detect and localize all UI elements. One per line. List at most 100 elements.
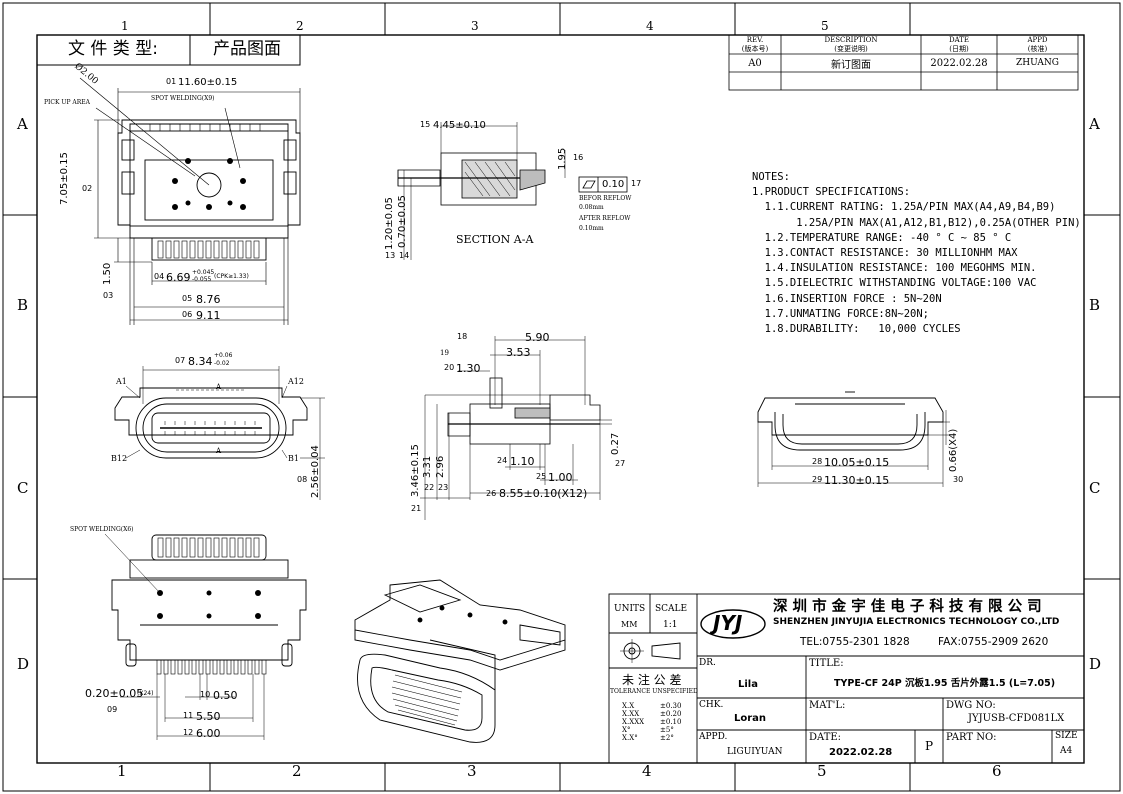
notes-title: NOTES:	[752, 171, 790, 183]
callout-20: 20	[444, 363, 455, 372]
callout-21: 21	[411, 504, 422, 513]
callout-05: 05	[182, 294, 193, 303]
pickup-area-label: PICK UP AREA	[44, 99, 90, 106]
tol-key-1: X.X	[622, 702, 635, 710]
dim-15: 4.45±0.10	[433, 120, 486, 131]
company-logo: JYJ	[713, 611, 743, 635]
callout-07: 07	[175, 356, 186, 365]
zone-bottom-4: 4	[642, 762, 652, 780]
appd-label: APPD.	[699, 732, 728, 742]
dim-14: 0.70±0.05	[397, 195, 408, 248]
callout-28: 28	[812, 457, 823, 466]
rev-header-desc: DESCRIPTION (变更说明)	[781, 36, 921, 54]
dr-value: Lila	[738, 679, 758, 690]
callout-26: 26	[486, 489, 497, 498]
tol-val-1: ±0.30	[660, 702, 682, 710]
scale-value: 1:1	[663, 620, 678, 630]
tol-val-5: ±2°	[660, 734, 674, 742]
tol-key-2: X.XX	[622, 710, 640, 718]
notes-line: 1.4.INSULATION RESISTANCE: 100 MEGOHMS M…	[752, 262, 1037, 275]
callout-11: 11	[183, 711, 194, 720]
dim-01: 11.60±0.15	[178, 77, 238, 88]
date-label: DATE:	[809, 732, 842, 743]
rev-header-appd-cn: (核准)	[1027, 45, 1048, 53]
dim-07-plus: +0.06	[214, 352, 233, 359]
dim-10: 0.50	[213, 689, 238, 702]
chk-label: CHK.	[699, 700, 724, 710]
callout-10: 10	[200, 690, 211, 699]
doc-type-label: 文 件 类 型:	[68, 39, 158, 59]
rev-header-desc-en: DESCRIPTION	[824, 36, 878, 44]
rev-row-rev: A0	[748, 57, 762, 69]
company-fax: FAX:0755-2909 2620	[938, 636, 1049, 648]
tol-val-4: ±5°	[660, 726, 674, 734]
zone-bottom-2: 2	[292, 762, 302, 780]
rev-header-rev-en: REV.	[746, 36, 764, 44]
dim-25: 1.00	[548, 471, 573, 484]
notes-block: NOTES: 1.PRODUCT SPECIFICATIONS: 1.1.CUR…	[752, 170, 1081, 337]
spot-welding-x6-label: SPOT WELDING(X6)	[70, 526, 134, 533]
zone-bottom-3: 3	[467, 762, 477, 780]
rev-row-appd: ZHUANG	[1016, 58, 1059, 68]
zone-top-5: 5	[821, 19, 829, 33]
notes-line: 1.25A/PIN MAX(A1,A12,B1,B12),0.25A(OTHER…	[752, 216, 1081, 229]
company-logo-shape	[700, 609, 766, 639]
title-label: TITLE:	[809, 658, 844, 669]
dim-09: 0.20±0.05	[85, 687, 144, 700]
dim-12: 6.00	[196, 727, 221, 740]
dim-18: 5.90	[525, 331, 550, 344]
dim-04: 6.69	[166, 271, 191, 284]
dim-26: 8.55±0.10(X12)	[499, 487, 588, 500]
notes-line: 1.6.INSERTION FORCE : 5N~20N	[752, 292, 942, 305]
notes-line: 1.2.TEMPERATURE RANGE: -40 ° C ~ 85 ° C	[752, 231, 1012, 244]
zone-top-1: 1	[121, 19, 129, 33]
notes-line: 1.PRODUCT SPECIFICATIONS:	[752, 186, 911, 199]
section-title: SECTION A-A	[456, 233, 534, 246]
pin-B12: B12	[111, 454, 128, 463]
dwg-value: JYJUSB-CFD081LX	[968, 713, 1065, 724]
doc-type-value: 产品图面	[213, 39, 281, 59]
callout-04: 04	[154, 272, 165, 281]
rev-header-date: DATE (日期)	[921, 36, 997, 54]
company-name-en: SHENZHEN JINYUJIA ELECTRONICS TECHNOLOGY…	[773, 617, 1060, 627]
size-label: SIZE	[1055, 731, 1078, 741]
company-name-cn: 深 圳 市 金 宇 佳 电 子 科 技 有 限 公 司	[773, 599, 1042, 615]
tol-key-5: X.X°	[622, 734, 638, 742]
callout-14: 14	[399, 251, 410, 260]
reflow-note-4: 0.10mm	[579, 225, 604, 232]
zone-top-2: 2	[296, 19, 304, 33]
callout-27: 27	[615, 459, 626, 468]
dim-11: 5.50	[196, 710, 221, 723]
dim-09-note: (X24)	[137, 690, 154, 697]
rev-header-rev: REV. (版本号)	[729, 36, 781, 54]
pin-A1: A1	[116, 377, 127, 386]
tolerance-subtitle: TOLERANCE UNSPECIFIED	[610, 688, 698, 695]
dim-20: 1.30	[456, 362, 481, 375]
rev-header-date-cn: (日期)	[949, 45, 969, 53]
end-view	[757, 391, 950, 487]
dim-30: 0.66(X4)	[948, 428, 959, 472]
top-view	[79, 77, 301, 325]
dim-04-note: (CPK≥1.33)	[214, 273, 249, 280]
callout-09: 09	[107, 705, 118, 714]
dim-19: 3.53	[506, 346, 531, 359]
dim-28: 10.05±0.15	[824, 456, 890, 469]
zone-left-B: B	[17, 296, 29, 314]
units-value: MM	[621, 620, 638, 629]
units-label: UNITS	[614, 604, 646, 614]
callout-22: 22	[424, 483, 435, 492]
title-block-grid	[608, 593, 1085, 764]
front-view	[114, 366, 325, 500]
dr-label: DR.	[699, 658, 716, 668]
zone-left-C: C	[17, 479, 29, 497]
zone-top-4: 4	[646, 19, 654, 33]
chk-value: Loran	[734, 713, 767, 724]
rev-header-date-en: DATE	[948, 36, 970, 44]
reflow-note-1: BEFOR REFLOW	[579, 195, 632, 202]
notes-line: 1.5.DIELECTRIC WITHSTANDING VOLTAGE:100 …	[752, 277, 1037, 290]
doc-type-box	[36, 34, 301, 66]
reflow-note-2: 0.08mm	[579, 204, 604, 211]
zone-bottom-5: 5	[817, 762, 827, 780]
callout-03: 03	[103, 291, 114, 300]
